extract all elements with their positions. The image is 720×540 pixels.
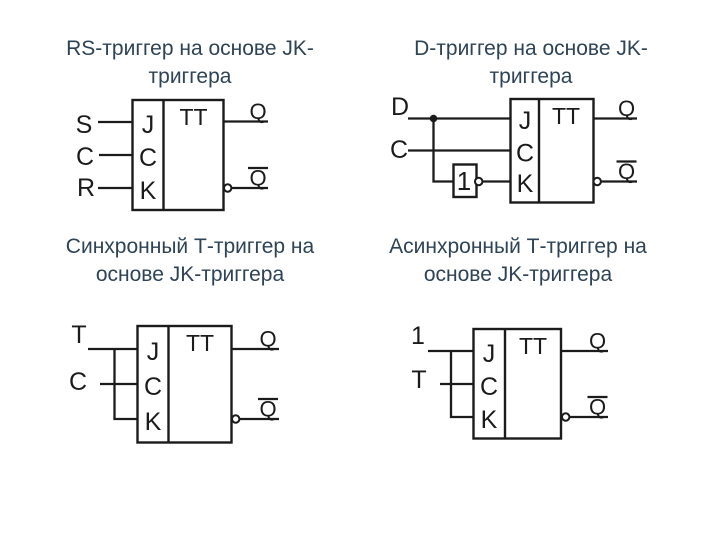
pin-label-j: J bbox=[142, 111, 155, 139]
inversion-bubble bbox=[231, 414, 241, 424]
trigger-body bbox=[509, 97, 595, 204]
wire-branch-1-to-k bbox=[449, 351, 474, 419]
diagram-title-line1: D-триггер на основе JK- bbox=[414, 37, 648, 60]
input-label-r: R bbox=[77, 174, 95, 202]
pin-label-k: K bbox=[481, 406, 498, 434]
inverter-bubble bbox=[474, 176, 484, 187]
pin-label-c: C bbox=[516, 140, 534, 168]
diagram-rs-trigger: RS-триггер на основе JK- триггера S C R … bbox=[66, 37, 314, 212]
output-label-q: Q bbox=[589, 329, 606, 354]
trigger-type-label: TT bbox=[519, 333, 547, 359]
pin-label-c: C bbox=[139, 144, 157, 172]
trigger-body bbox=[131, 98, 225, 212]
trigger-type-label: TT bbox=[552, 103, 580, 129]
diagram-title-line2: триггера bbox=[490, 65, 573, 88]
pin-label-j: J bbox=[483, 340, 496, 368]
output-label-qn: Q bbox=[618, 159, 635, 184]
input-label-c: C bbox=[390, 136, 408, 164]
diagram-title-line2: основе JK-триггера bbox=[96, 263, 285, 286]
wire-branch-to-inverter bbox=[432, 118, 454, 183]
inverter-label: 1 bbox=[457, 166, 471, 196]
diagram-title-line2: основе JK-триггера bbox=[424, 263, 613, 286]
pin-label-k: K bbox=[140, 177, 157, 205]
diagram-async-t-trigger: Асинхронный Т-триггер на основе JK-тригг… bbox=[389, 235, 647, 440]
inversion-bubble bbox=[592, 176, 602, 187]
input-label-1: 1 bbox=[411, 322, 425, 350]
input-label-c: C bbox=[69, 368, 87, 396]
wire-branch-t-to-k bbox=[113, 349, 138, 421]
output-label-q: Q bbox=[249, 99, 266, 124]
input-label-t: T bbox=[71, 321, 86, 349]
pin-label-c: C bbox=[480, 373, 498, 401]
pin-label-k: K bbox=[517, 170, 534, 198]
input-label-d: D bbox=[391, 93, 409, 121]
input-label-t: T bbox=[411, 366, 426, 394]
diagram-title-line1: Асинхронный Т-триггер на bbox=[389, 235, 647, 258]
diagram-title-line1: Синхронный Т-триггер на bbox=[66, 235, 315, 258]
output-label-q: Q bbox=[618, 96, 635, 121]
pin-label-c: C bbox=[144, 373, 162, 401]
pin-label-j: J bbox=[519, 107, 532, 135]
trigger-body bbox=[136, 324, 233, 444]
output-label-q: Q bbox=[259, 327, 276, 352]
trigger-type-label: TT bbox=[186, 330, 214, 356]
pin-label-k: K bbox=[145, 408, 162, 436]
diagram-d-trigger: D-триггер на основе JK- триггера D C 1 J… bbox=[390, 37, 648, 204]
trigger-body bbox=[472, 327, 563, 440]
output-label-qn: Q bbox=[249, 166, 266, 191]
inversion-bubble bbox=[561, 412, 571, 422]
trigger-type-label: TT bbox=[179, 104, 207, 130]
output-label-qn: Q bbox=[259, 397, 276, 422]
inversion-bubble bbox=[223, 183, 233, 193]
diagram-sync-t-trigger: Синхронный Т-триггер на основе JK-тригге… bbox=[66, 235, 315, 444]
output-label-qn: Q bbox=[589, 395, 606, 420]
diagram-title-line2: триггера bbox=[149, 65, 232, 88]
diagram-title-line1: RS-триггер на основе JK- bbox=[66, 37, 314, 60]
input-label-s: S bbox=[76, 111, 93, 139]
input-label-c: C bbox=[76, 143, 94, 171]
pin-label-j: J bbox=[147, 338, 160, 366]
